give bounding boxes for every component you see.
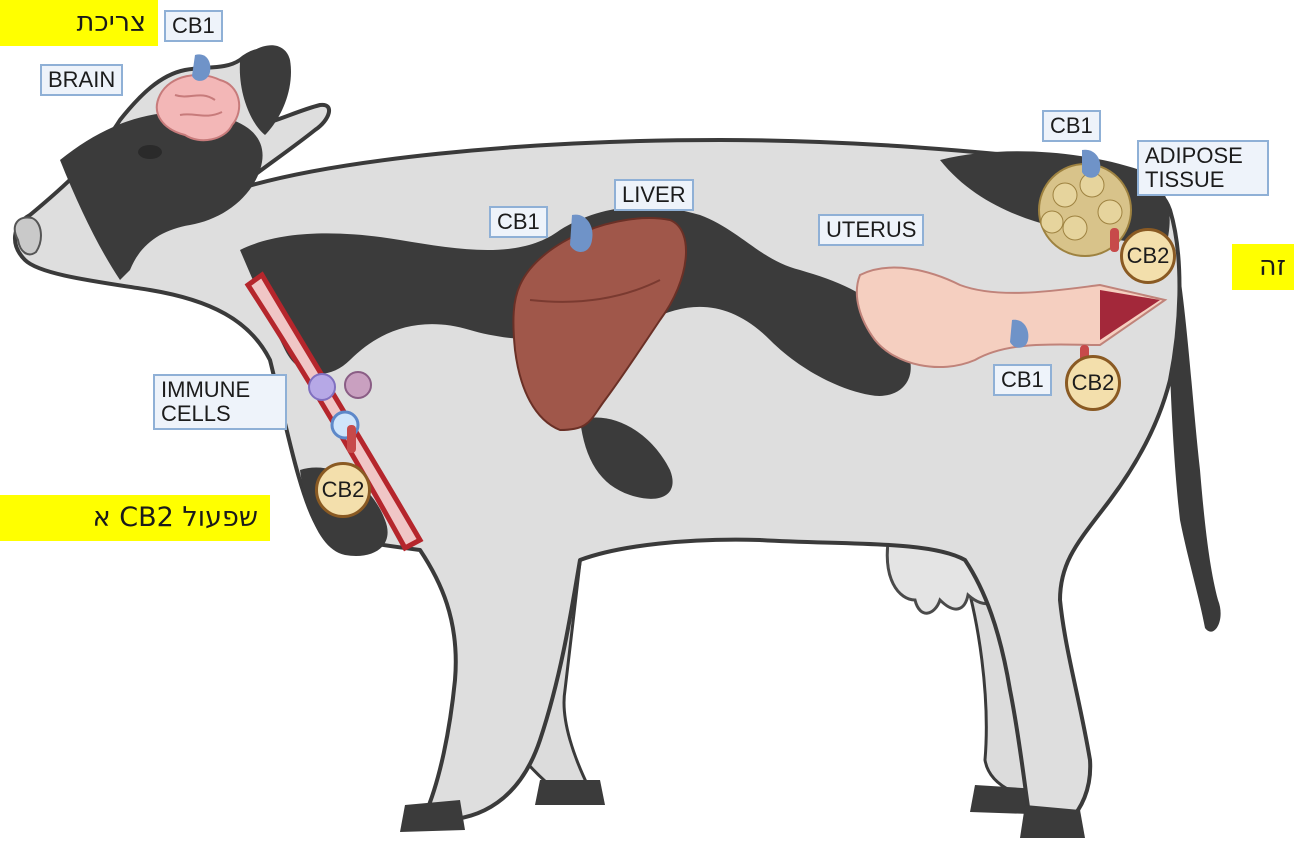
label-cb1-liver: CB1 <box>489 206 548 238</box>
far-front-hoof <box>535 780 605 805</box>
label-immune-line2: CELLS <box>161 402 279 426</box>
label-cb1-adipose: CB1 <box>1042 110 1101 142</box>
highlight-top-left: צריכת <box>0 0 158 46</box>
cb2-receptor-immune <box>347 425 356 453</box>
label-immune-line1: IMMUNE <box>161 378 279 402</box>
label-cb2-immune: CB2 <box>315 462 371 518</box>
label-cb2-adipose: CB2 <box>1120 228 1176 284</box>
label-liver: LIVER <box>614 179 694 211</box>
label-brain: BRAIN <box>40 64 123 96</box>
cb1-receptor-adipose <box>1082 150 1100 178</box>
label-cb2-uterus: CB2 <box>1065 355 1121 411</box>
label-immune-cells: IMMUNE CELLS <box>153 374 287 430</box>
highlight-right-edge: זה <box>1232 244 1294 290</box>
cb2-receptor-adipose <box>1110 228 1119 252</box>
front-hoof <box>400 800 465 832</box>
label-adipose-line1: ADIPOSE <box>1145 144 1261 168</box>
eye <box>138 145 162 159</box>
label-adipose-tissue: ADIPOSE TISSUE <box>1137 140 1269 196</box>
highlight-bottom-left: שפעול CB2 א <box>0 495 270 541</box>
label-cb1-uterus: CB1 <box>993 364 1052 396</box>
label-uterus: UTERUS <box>818 214 924 246</box>
label-adipose-line2: TISSUE <box>1145 168 1261 192</box>
hind-hoof <box>1020 805 1085 838</box>
cb1-receptor-brain <box>192 54 210 81</box>
label-cb1-brain: CB1 <box>164 10 223 42</box>
